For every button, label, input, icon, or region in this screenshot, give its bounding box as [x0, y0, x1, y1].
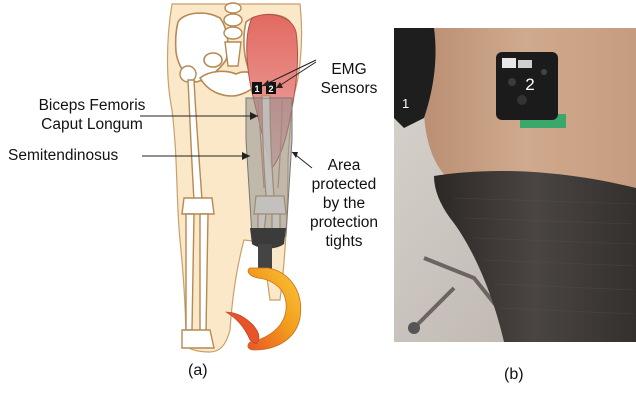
biceps-label-line1: Biceps Femoris — [12, 96, 172, 115]
protected-area-label: Area protected by the protection tights — [302, 156, 386, 251]
area-label-line1: Area — [302, 156, 386, 175]
area-label-line4: protection — [302, 213, 386, 232]
area-label-line3: by the — [302, 194, 386, 213]
sensor-photo-drawing: 1 2 — [394, 28, 636, 342]
sensor-photo: 1 2 — [394, 28, 636, 342]
semitendinosus-label: Semitendinosus — [8, 146, 118, 165]
biceps-femoris-label: Biceps Femoris Caput Longum — [12, 96, 172, 134]
area-label-line2: protected — [302, 175, 386, 194]
area-label-line5: tights — [302, 232, 386, 251]
emg-label-line1: EMG — [316, 60, 382, 79]
emg-sensors-label: EMG Sensors — [316, 60, 382, 98]
emg-sensor-1: 1 — [252, 82, 262, 94]
caption-a: (a) — [188, 362, 208, 380]
svg-text:1: 1 — [254, 84, 259, 94]
tights-overlay — [246, 98, 292, 236]
photo-sensor-1-number: 1 — [402, 96, 409, 111]
emg-label-line2: Sensors — [316, 79, 382, 98]
caption-b: (b) — [504, 366, 524, 384]
biceps-label-line2: Caput Longum — [12, 115, 172, 134]
photo-sensor-2-number: 2 — [525, 75, 534, 94]
